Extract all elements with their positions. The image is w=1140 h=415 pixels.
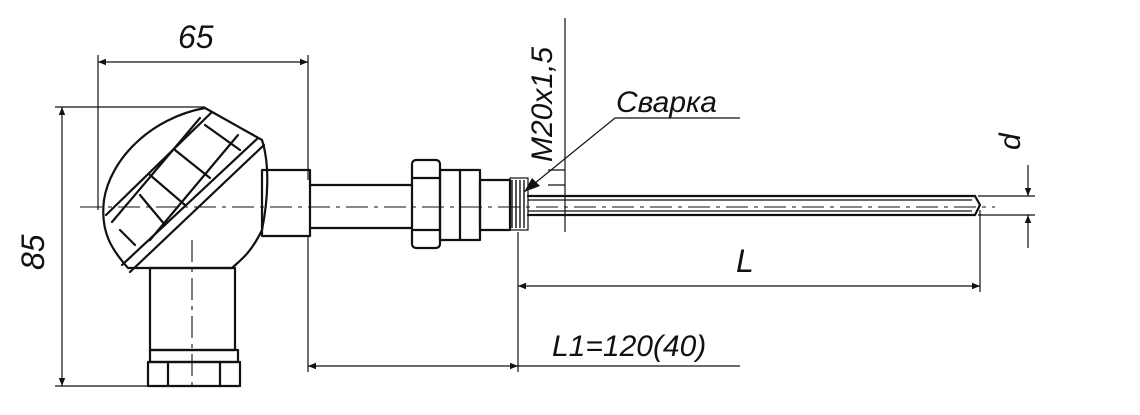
dimension-L1: L1=120(40): [307, 236, 740, 372]
dimension-d: d: [978, 132, 1035, 248]
weld-label: Сварка: [616, 86, 717, 119]
dimension-L1-label: L1=120(40): [552, 330, 706, 363]
dimension-65-label: 65: [178, 19, 214, 55]
sheath-tube: [526, 194, 982, 217]
extension-tube: [308, 183, 414, 230]
dimension-85: 85: [15, 106, 205, 387]
thread-label: M20x1,5: [526, 47, 559, 162]
cable-gland: [146, 348, 242, 388]
head-cover-body: [102, 106, 269, 270]
weld-callout: Сварка: [523, 86, 740, 193]
thread-callout: M20x1,5: [526, 18, 566, 232]
dimension-L: L: [517, 210, 981, 372]
thread: [509, 177, 529, 231]
dimension-65: 65: [97, 19, 309, 210]
dimension-85-label: 85: [15, 234, 51, 270]
threaded-fitting: [410, 158, 529, 250]
connection-head: [102, 106, 269, 388]
dimension-d-label: d: [994, 132, 1027, 150]
cover-ribs: [110, 116, 242, 247]
dimension-L-label: L: [736, 243, 754, 279]
head-outlet: [260, 168, 312, 238]
